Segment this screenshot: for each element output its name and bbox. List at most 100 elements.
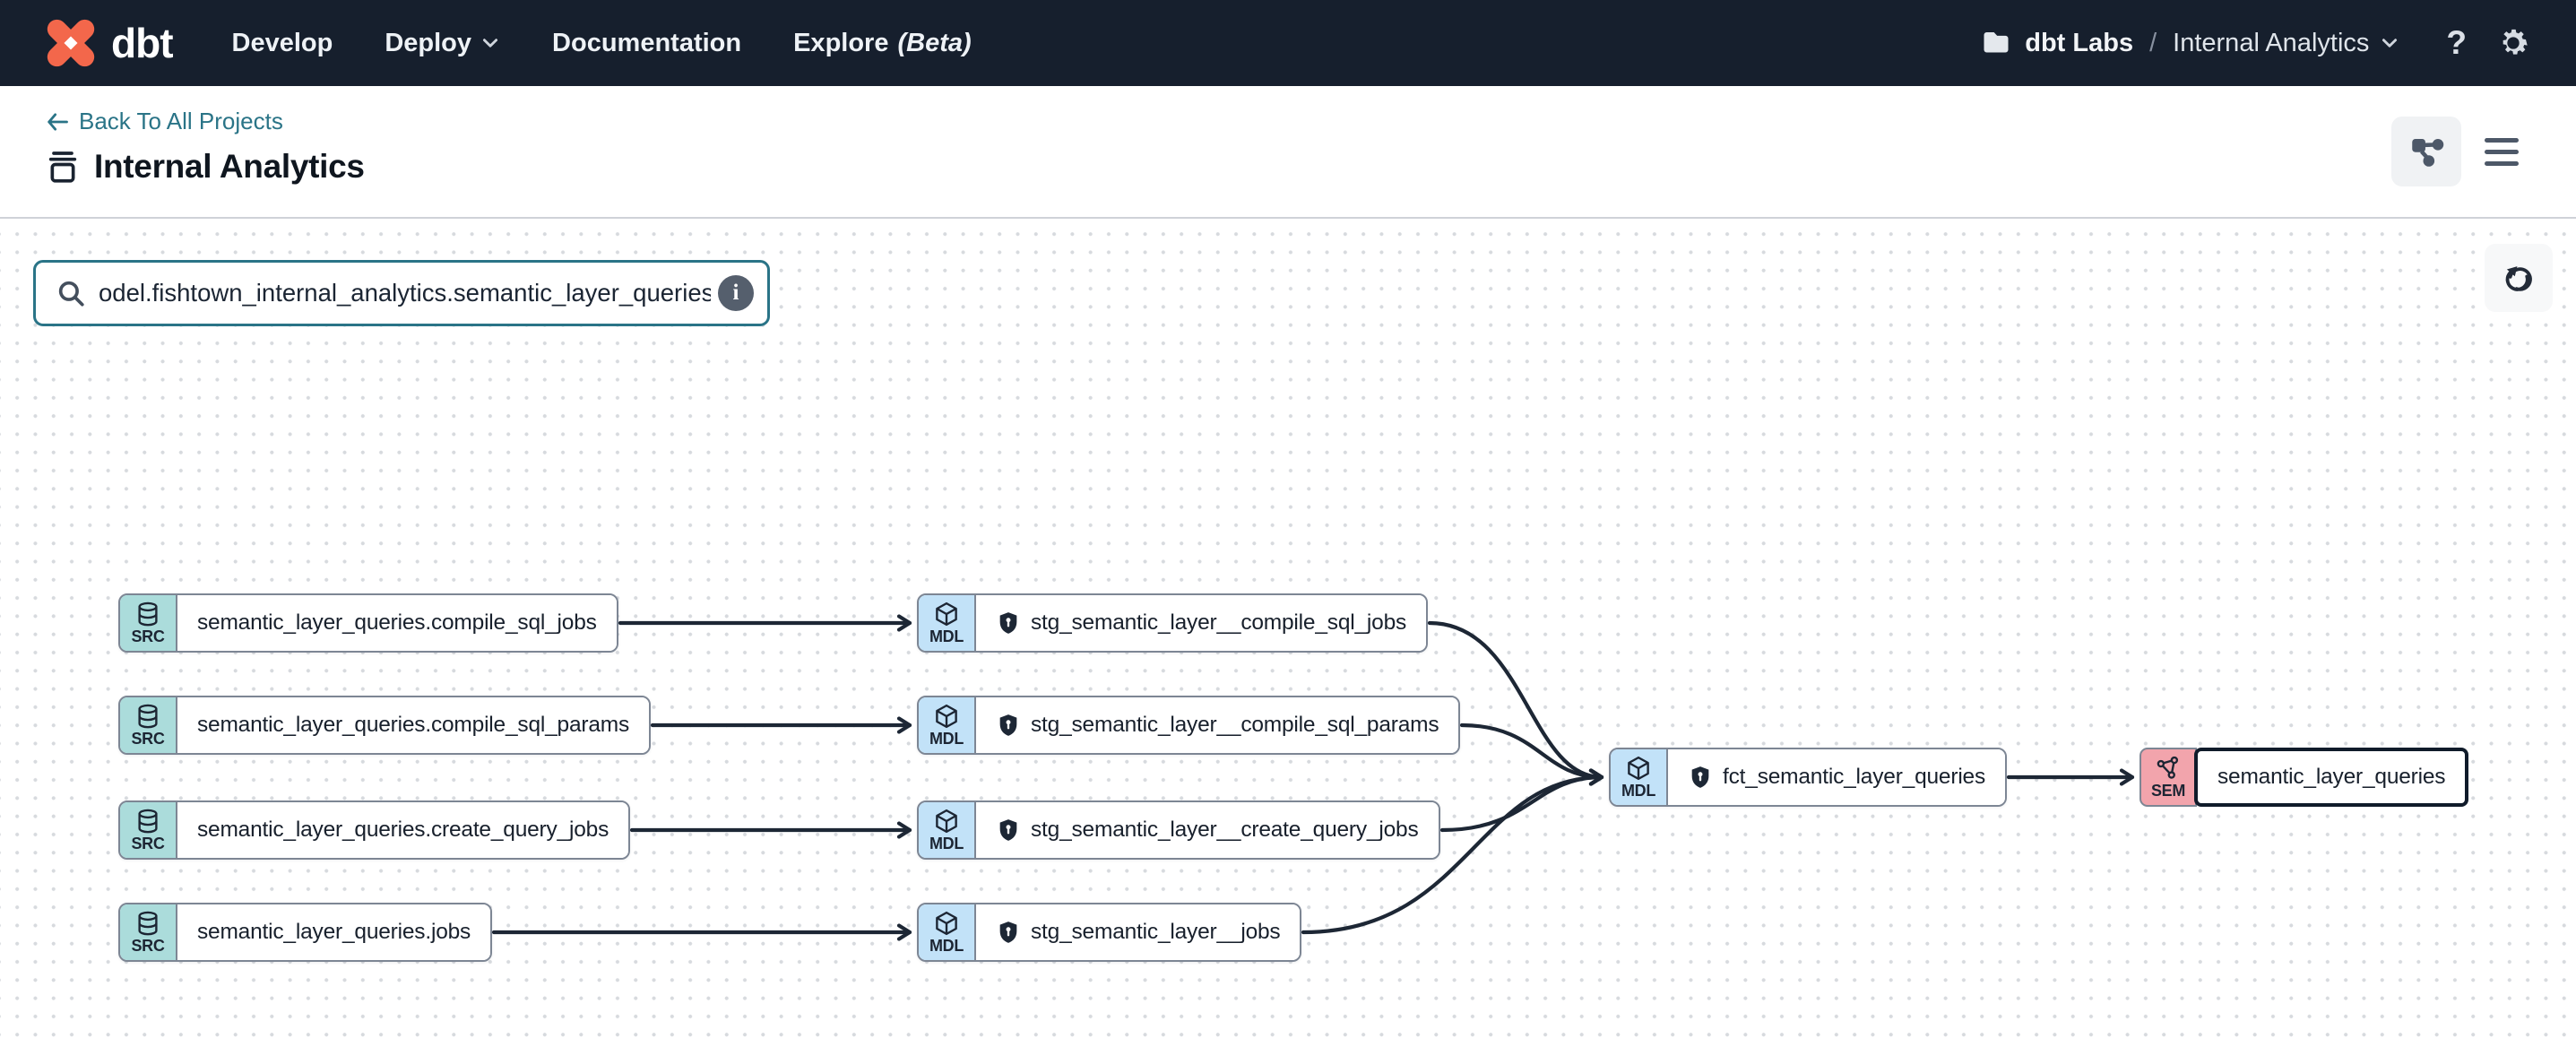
reset-view-button[interactable]	[2485, 244, 2553, 312]
graph-node-src_jobs[interactable]: SRC semantic_layer_queries.jobs	[118, 903, 493, 962]
chevron-down-icon	[483, 39, 498, 48]
model-badge: MDL	[919, 697, 976, 753]
breadcrumb-separator: /	[2149, 28, 2157, 57]
header-actions	[2391, 117, 2519, 186]
arrow-left-icon	[48, 112, 68, 131]
node-label: semantic_layer_queries.compile_sql_jobs	[197, 610, 597, 635]
folder-icon	[1984, 32, 2009, 53]
model-icon	[933, 910, 960, 937]
node-body: fct_semantic_layer_queries	[1668, 749, 2006, 805]
badge-label: SRC	[131, 627, 165, 646]
shield-icon	[996, 920, 1021, 945]
dbt-brand[interactable]: dbt	[45, 17, 174, 69]
project-header: Back To All Projects Internal Analytics	[0, 86, 2576, 217]
model-badge: MDL	[919, 802, 976, 858]
node-body: stg_semantic_layer__compile_sql_jobs	[976, 595, 1427, 651]
source-badge: SRC	[120, 904, 177, 960]
badge-label: MDL	[929, 835, 964, 853]
node-body: semantic_layer_queries.jobs	[177, 904, 491, 960]
node-body: semantic_layer_queries.compile_sql_param…	[177, 697, 650, 753]
source-badge: SRC	[120, 802, 177, 858]
lineage-view-button[interactable]	[2391, 117, 2461, 186]
nav-item-documentation[interactable]: Documentation	[552, 28, 742, 57]
shield-icon	[996, 818, 1021, 843]
model-icon	[933, 601, 960, 627]
nav-menu: Develop Deploy Documentation Explore (Be…	[232, 29, 972, 58]
nav-item-develop[interactable]: Develop	[231, 28, 333, 57]
top-navbar: dbt Develop Deploy Documentation Explore…	[0, 0, 2576, 86]
badge-label: SRC	[131, 730, 165, 748]
gear-icon[interactable]	[2495, 25, 2531, 61]
model-icon	[1625, 755, 1652, 782]
lineage-icon	[2412, 139, 2444, 167]
badge-label: MDL	[929, 937, 964, 956]
node-label: semantic_layer_queries.jobs	[197, 920, 471, 944]
graph-node-src_create_query_jobs[interactable]: SRC semantic_layer_queries.create_query_j…	[118, 800, 631, 860]
page-title: Internal Analytics	[94, 148, 365, 185]
dbt-logo-icon	[45, 17, 97, 69]
node-label: stg_semantic_layer__compile_sql_jobs	[1031, 610, 1407, 635]
nav-item-explore[interactable]: Explore (Beta)	[793, 28, 972, 57]
lineage-search-box: i	[33, 260, 770, 326]
node-label: stg_semantic_layer__create_query_jobs	[1031, 818, 1419, 842]
info-icon[interactable]: i	[718, 275, 754, 311]
badge-label: SRC	[131, 835, 165, 853]
source-icon	[134, 808, 161, 835]
edge-stg_compile_sql_params-to-fct_semantic_layer_queries	[1459, 723, 1604, 786]
lineage-selector-input[interactable]	[99, 263, 718, 324]
account-breadcrumb: dbt Labs / Internal Analytics ?	[1980, 24, 2531, 62]
graph-node-src_compile_sql_jobs[interactable]: SRC semantic_layer_queries.compile_sql_jo…	[118, 593, 618, 653]
node-body: semantic_layer_queries.compile_sql_jobs	[177, 595, 617, 651]
semantic-icon	[2155, 755, 2182, 782]
model-icon	[933, 808, 960, 835]
node-label: fct_semantic_layer_queries	[1723, 765, 1986, 789]
badge-label: MDL	[929, 730, 964, 748]
semantic-badge: SEM	[2139, 748, 2197, 807]
shield-icon	[996, 713, 1021, 738]
help-icon[interactable]: ?	[2446, 24, 2467, 61]
graph-node-fct_semantic_layer_queries[interactable]: MDL fct_semantic_layer_queries	[1609, 748, 2008, 807]
back-to-all-projects-link[interactable]: Back To All Projects	[45, 108, 283, 135]
graph-node-semantic_layer_queries[interactable]: SEM semantic_layer_queries	[2139, 748, 2469, 807]
source-icon	[134, 703, 161, 730]
model-badge: MDL	[919, 904, 976, 960]
node-body: semantic_layer_queries	[2194, 748, 2469, 807]
title-row: Internal Analytics	[45, 148, 2576, 186]
chevron-down-icon[interactable]	[2380, 33, 2399, 53]
node-body: stg_semantic_layer__compile_sql_params	[976, 697, 1459, 753]
graph-node-src_compile_sql_params[interactable]: SRC semantic_layer_queries.compile_sql_pa…	[118, 696, 652, 755]
project-icon	[48, 151, 77, 183]
nav-item-deploy[interactable]: Deploy	[385, 29, 500, 58]
node-label: semantic_layer_queries.create_query_jobs	[197, 818, 609, 842]
node-body: stg_semantic_layer__jobs	[976, 904, 1301, 960]
node-body: semantic_layer_queries.create_query_jobs	[177, 802, 629, 858]
source-icon	[134, 601, 161, 627]
node-label: stg_semantic_layer__jobs	[1031, 920, 1281, 944]
model-badge: MDL	[919, 595, 976, 651]
menu-button[interactable]	[2485, 134, 2519, 169]
node-label: semantic_layer_queries.compile_sql_param…	[197, 713, 630, 737]
reset-icon	[2505, 266, 2532, 291]
source-icon	[134, 910, 161, 937]
lineage-canvas[interactable]: i SRC semantic_layer_queries.compile_sql_…	[0, 217, 2576, 1047]
badge-label: MDL	[929, 627, 964, 646]
graph-node-stg_jobs[interactable]: MDL stg_semantic_layer__jobs	[917, 903, 1302, 962]
badge-label: SEM	[2150, 782, 2186, 800]
shield-icon	[1688, 765, 1713, 790]
brand-name: dbt	[111, 20, 174, 66]
badge-label: MDL	[1621, 782, 1656, 800]
model-icon	[933, 703, 960, 730]
graph-node-stg_compile_sql_params[interactable]: MDL stg_semantic_layer__compile_sql_param…	[917, 696, 1461, 755]
source-badge: SRC	[120, 697, 177, 753]
beta-tag: (Beta)	[897, 28, 972, 57]
node-label: stg_semantic_layer__compile_sql_params	[1031, 713, 1439, 737]
shield-icon	[996, 610, 1021, 636]
edge-stg_create_query_jobs-to-fct_semantic_layer_queries	[1439, 768, 1604, 833]
graph-node-stg_create_query_jobs[interactable]: MDL stg_semantic_layer__create_query_jobs	[917, 800, 1440, 860]
graph-node-stg_compile_sql_jobs[interactable]: MDL stg_semantic_layer__compile_sql_jobs	[917, 593, 1429, 653]
org-name[interactable]: dbt Labs	[2025, 28, 2134, 57]
node-label: semantic_layer_queries	[2217, 765, 2446, 789]
project-selector[interactable]: Internal Analytics	[2173, 28, 2370, 57]
node-body: stg_semantic_layer__create_query_jobs	[976, 802, 1439, 858]
source-badge: SRC	[120, 595, 177, 651]
